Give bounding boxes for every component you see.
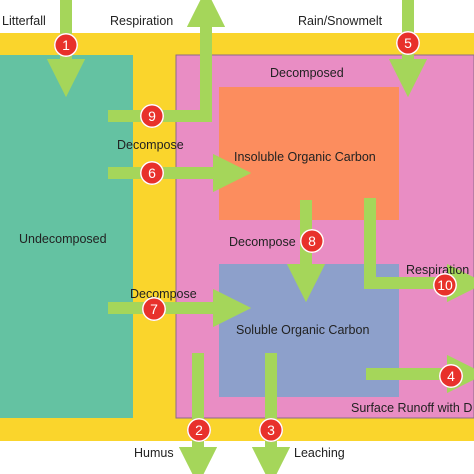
insoluble-organic-carbon-label: Insoluble Organic Carbon (234, 150, 376, 164)
decomposed-label: Decomposed (270, 66, 344, 80)
flow-badge-9: 9 (140, 104, 164, 128)
flow-badge-8: 8 (300, 229, 324, 253)
decompose-label-lower: Decompose (130, 287, 197, 301)
flow-badge-10: 10 (433, 273, 457, 297)
decompose-label-middle: Decompose (229, 235, 296, 249)
insoluble-organic-carbon-box (219, 87, 399, 220)
flow-badge-6: 6 (140, 161, 164, 185)
respiration-top-label: Respiration (110, 14, 174, 28)
undecomposed-label: Undecomposed (19, 232, 107, 246)
leaching-label: Leaching (294, 446, 345, 460)
decompose-label-upper: Decompose (117, 138, 184, 152)
litterfall-label: Litterfall (2, 14, 46, 28)
flow-badge-3: 3 (259, 418, 283, 442)
surface-runoff-label: Surface Runoff with D (351, 401, 473, 415)
humus-label: Humus (134, 446, 174, 460)
flow-badge-1: 1 (54, 33, 78, 57)
flow-badge-7: 7 (142, 297, 166, 321)
flow-badge-2: 2 (187, 418, 211, 442)
respiration-right-label: Respiration (406, 263, 470, 277)
flow-badge-5: 5 (396, 31, 420, 55)
rain-snowmelt-label: Rain/Snowmelt (298, 14, 383, 28)
flow-badge-4: 4 (439, 364, 463, 388)
soluble-organic-carbon-label: Soluble Organic Carbon (236, 323, 370, 337)
